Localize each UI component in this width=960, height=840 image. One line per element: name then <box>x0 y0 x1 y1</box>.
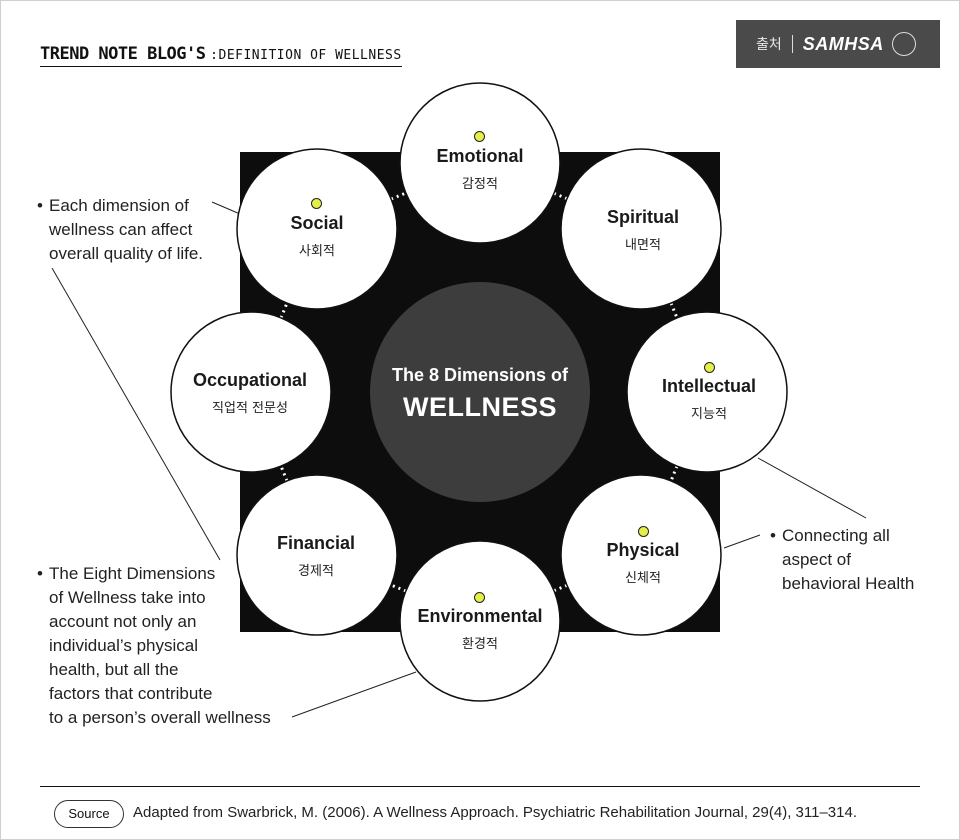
bullet-icon: • <box>37 564 43 583</box>
dimension-name: Environmental <box>417 606 543 626</box>
dimension-korean: 내면적 <box>625 238 661 253</box>
dotted-connectors <box>277 189 681 595</box>
dotted-connector <box>385 189 412 203</box>
bullet-icon: • <box>37 196 43 215</box>
leader-line-quality-long <box>51 267 221 561</box>
note-line: account not only an <box>49 612 197 631</box>
leader-line-quality <box>211 201 241 215</box>
dimension-name: Emotional <box>436 146 524 166</box>
note-line: Connecting all <box>782 526 890 545</box>
bullet-icon: • <box>770 526 776 545</box>
note-line: overall quality of life. <box>49 244 204 263</box>
hhs-seal-icon <box>891 32 916 56</box>
leader-line-environmental <box>291 671 417 718</box>
note-line: The Eight Dimensions <box>49 564 216 583</box>
dimension-environmental: Environmental 환경적 <box>405 606 555 652</box>
dotted-connector <box>277 460 291 487</box>
note-line: Each dimension of <box>49 196 189 215</box>
dimension-name: Financial <box>276 533 356 553</box>
dimension-circle-intellectual <box>626 311 788 473</box>
dimension-physical: Physical 신체적 <box>568 540 718 586</box>
leader-lines <box>51 201 867 718</box>
dotted-connector <box>667 297 681 324</box>
dimension-name: Spiritual <box>606 207 679 227</box>
dimension-korean: 경제적 <box>298 564 334 579</box>
dimension-spiritual: Spiritual 내면적 <box>568 207 718 253</box>
center-title-line1: The 8 Dimensions of <box>391 365 569 385</box>
dotted-connector <box>277 297 291 324</box>
dimension-circle-environmental <box>399 540 561 702</box>
dimension-emotional: Emotional 감정적 <box>405 146 555 192</box>
dimension-circle-occupational <box>170 311 332 473</box>
source-logo-badge: 출처 SAMHSA <box>736 20 940 68</box>
note-line: individual’s physical <box>49 636 198 655</box>
source-logo-label: 출처 <box>756 36 782 52</box>
note-quality: • Each dimension of wellness can affect … <box>37 194 204 266</box>
dimension-financial: Financial 경제적 <box>241 533 391 579</box>
dimension-circles <box>170 82 788 702</box>
dimension-name: Intellectual <box>661 376 757 396</box>
blog-name: TREND NOTE BLOG'S <box>40 44 206 64</box>
dimension-korean: 지능적 <box>691 407 727 422</box>
dimension-name: Social <box>290 213 344 233</box>
dimension-circle-social <box>236 148 398 310</box>
dimension-korean: 직업적 전문성 <box>212 401 288 416</box>
note-line: aspect of <box>782 550 851 569</box>
dimension-korean: 신체적 <box>625 571 661 586</box>
highlight-dot-social <box>311 198 322 209</box>
footer-divider <box>40 786 920 787</box>
leader-line-intellectual <box>757 457 867 519</box>
dimension-name: Physical <box>606 540 680 560</box>
center-circle <box>370 282 590 502</box>
leader-line-physical <box>723 534 761 549</box>
highlight-dot-intellectual <box>704 362 715 373</box>
dimension-intellectual: Intellectual 지능적 <box>634 376 784 422</box>
dimension-circle-emotional <box>399 82 561 244</box>
dotted-connector <box>385 581 412 595</box>
source-citation: Adapted from Swarbrick, M. (2006). A Wel… <box>133 804 857 821</box>
blog-subtitle: :DEFINITION OF WELLNESS <box>210 48 402 63</box>
source-logo-divider <box>791 35 793 53</box>
dimension-circle-spiritual <box>560 148 722 310</box>
dimension-korean: 환경적 <box>462 637 498 652</box>
note-line: health, but all the <box>49 660 179 679</box>
dotted-connector <box>667 460 681 487</box>
dotted-connector <box>547 189 574 203</box>
note-eight-dimensions: • The Eight Dimensions of Wellness take … <box>37 562 271 730</box>
samhsa-logo: SAMHSA <box>802 33 884 54</box>
dotted-connector <box>547 581 574 595</box>
highlight-dot-physical <box>638 526 649 537</box>
center-title-line2: WELLNESS <box>402 392 557 422</box>
note-line: factors that contribute <box>49 684 213 703</box>
dimension-social: Social 사회적 <box>242 213 392 259</box>
blog-title: TREND NOTE BLOG'S :DEFINITION OF WELLNES… <box>40 44 402 64</box>
dimension-occupational: Occupational 직업적 전문성 <box>175 370 325 416</box>
note-line: behavioral Health <box>782 574 915 593</box>
note-connecting: • Connecting all aspect of behavioral He… <box>770 524 915 596</box>
highlight-dot-emotional <box>474 131 485 142</box>
title-underline <box>40 66 402 67</box>
note-line: to a person’s overall wellness <box>49 708 271 727</box>
dimension-circle-physical <box>560 474 722 636</box>
dimension-name: Occupational <box>192 370 308 390</box>
note-line: wellness can affect <box>49 220 193 239</box>
center-title: The 8 Dimensions of WELLNESS <box>370 365 590 423</box>
dimension-circle-financial <box>236 474 398 636</box>
source-pill: Source <box>54 800 124 828</box>
dimension-korean: 사회적 <box>299 244 335 259</box>
dimension-korean: 감정적 <box>462 177 498 192</box>
note-line: of Wellness take into <box>49 588 206 607</box>
highlight-dot-environmental <box>474 592 485 603</box>
